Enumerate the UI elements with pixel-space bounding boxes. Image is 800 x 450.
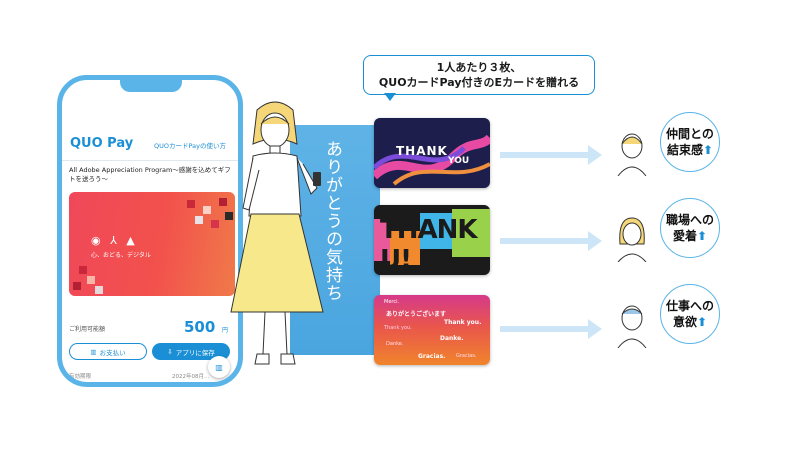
- quo-pay-logo: QUO Pay: [70, 136, 134, 151]
- card-tagline: 心、おどる、デジタル: [91, 252, 151, 259]
- outcome-bonding: 仲間との 結束感⬆: [660, 112, 720, 172]
- barcode-icon: ▥: [215, 362, 223, 372]
- thank-u-ecard-2[interactable]: THANK U!: [374, 205, 490, 275]
- expiry-date: 2022年08月...: [172, 374, 210, 380]
- barcode-icon: ▥: [90, 347, 97, 356]
- save-button-label: アプリに保存: [175, 348, 215, 357]
- bubble-line-1: 1人あたり３枚、: [436, 61, 522, 74]
- phone-mockup: QUO Pay QUOカードPayの使い方 All Adobe Apprecia…: [57, 75, 243, 387]
- pay-button-label: お支払い: [99, 348, 126, 357]
- thank-you-ecard-1[interactable]: THANK YOU: [374, 118, 490, 188]
- arrow-1: [500, 152, 588, 158]
- outcome-attachment: 職場への 愛着⬆: [660, 198, 720, 258]
- pay-button[interactable]: ▥ お支払い: [69, 343, 147, 360]
- employee-face-2: [617, 217, 647, 262]
- card3-line-7: Gracias.: [418, 353, 446, 360]
- arrow-head-1: [588, 145, 602, 165]
- outcome-1-line-1: 仲間との: [666, 127, 714, 141]
- outcome-3-line-2: 意欲: [672, 315, 697, 329]
- up-arrow-icon: ⬆: [702, 143, 714, 157]
- card2-text: THANK U!: [380, 215, 478, 275]
- arrow-2: [500, 238, 588, 244]
- card3-line-5: Danke.: [440, 335, 464, 342]
- outcome-3-line-1: 仕事への: [665, 299, 714, 313]
- howto-link[interactable]: QUOカードPayの使い方: [154, 142, 226, 150]
- outcome-motivation: 仕事への 意欲⬆: [660, 284, 720, 344]
- up-arrow-icon: ⬆: [696, 315, 708, 329]
- program-title: All Adobe Appreciation Program～感謝を込めてギフト…: [69, 166, 231, 183]
- gift-card-image[interactable]: ◉ ⅄ ▲ 心、おどる、デジタル: [69, 192, 235, 296]
- card3-line-8: Gracias.: [456, 353, 477, 359]
- save-to-app-button[interactable]: ⇩ アプリに保存: [152, 343, 230, 360]
- bubble-line-2: QUOカードPay付きのEカードを贈れる: [378, 76, 580, 89]
- outcome-1-line-2: 結束感: [666, 143, 703, 157]
- card1-text-2: YOU: [448, 156, 470, 166]
- arrow-head-3: [588, 319, 602, 339]
- yen-unit: 円: [222, 327, 229, 334]
- card3-line-1: Merci.: [384, 299, 400, 305]
- available-amount: 500: [184, 318, 216, 336]
- arrow-head-2: [588, 231, 602, 251]
- expiry-label: 有効期限: [69, 374, 92, 380]
- woman-illustration: [230, 101, 324, 365]
- card-logos: ◉ ⅄ ▲: [91, 234, 138, 247]
- card3-line-3: Thank you.: [444, 319, 482, 326]
- employee-face-3: [617, 305, 647, 348]
- speech-bubble: 1人あたり３枚、 QUOカードPay付きのEカードを贈れる: [363, 55, 595, 95]
- card3-line-2: ありがとうございます: [386, 311, 447, 318]
- card3-line-4: Thank you.: [384, 325, 412, 331]
- card3-line-6: Danke.: [386, 341, 404, 347]
- ribbon-graphic: [374, 134, 490, 186]
- arrow-3: [500, 326, 588, 332]
- outcome-2-line-2: 愛着: [672, 229, 697, 243]
- multilingual-ecard-3[interactable]: Merci. ありがとうございます Thank you. Thank you. …: [374, 295, 490, 365]
- phone-notch: [120, 80, 182, 92]
- gratitude-text: ありがとうの気持ち: [322, 140, 342, 302]
- available-label: ご利用可能額: [69, 326, 106, 333]
- card1-text-1: THANK: [396, 144, 448, 158]
- outcome-2-line-1: 職場への: [665, 213, 714, 227]
- bubble-tail: [384, 93, 396, 101]
- employee-face-1: [617, 133, 647, 176]
- header-divider: [62, 160, 238, 161]
- barcode-fab-button[interactable]: ▥: [208, 356, 230, 378]
- download-icon: ⇩: [167, 347, 173, 356]
- up-arrow-icon: ⬆: [696, 229, 708, 243]
